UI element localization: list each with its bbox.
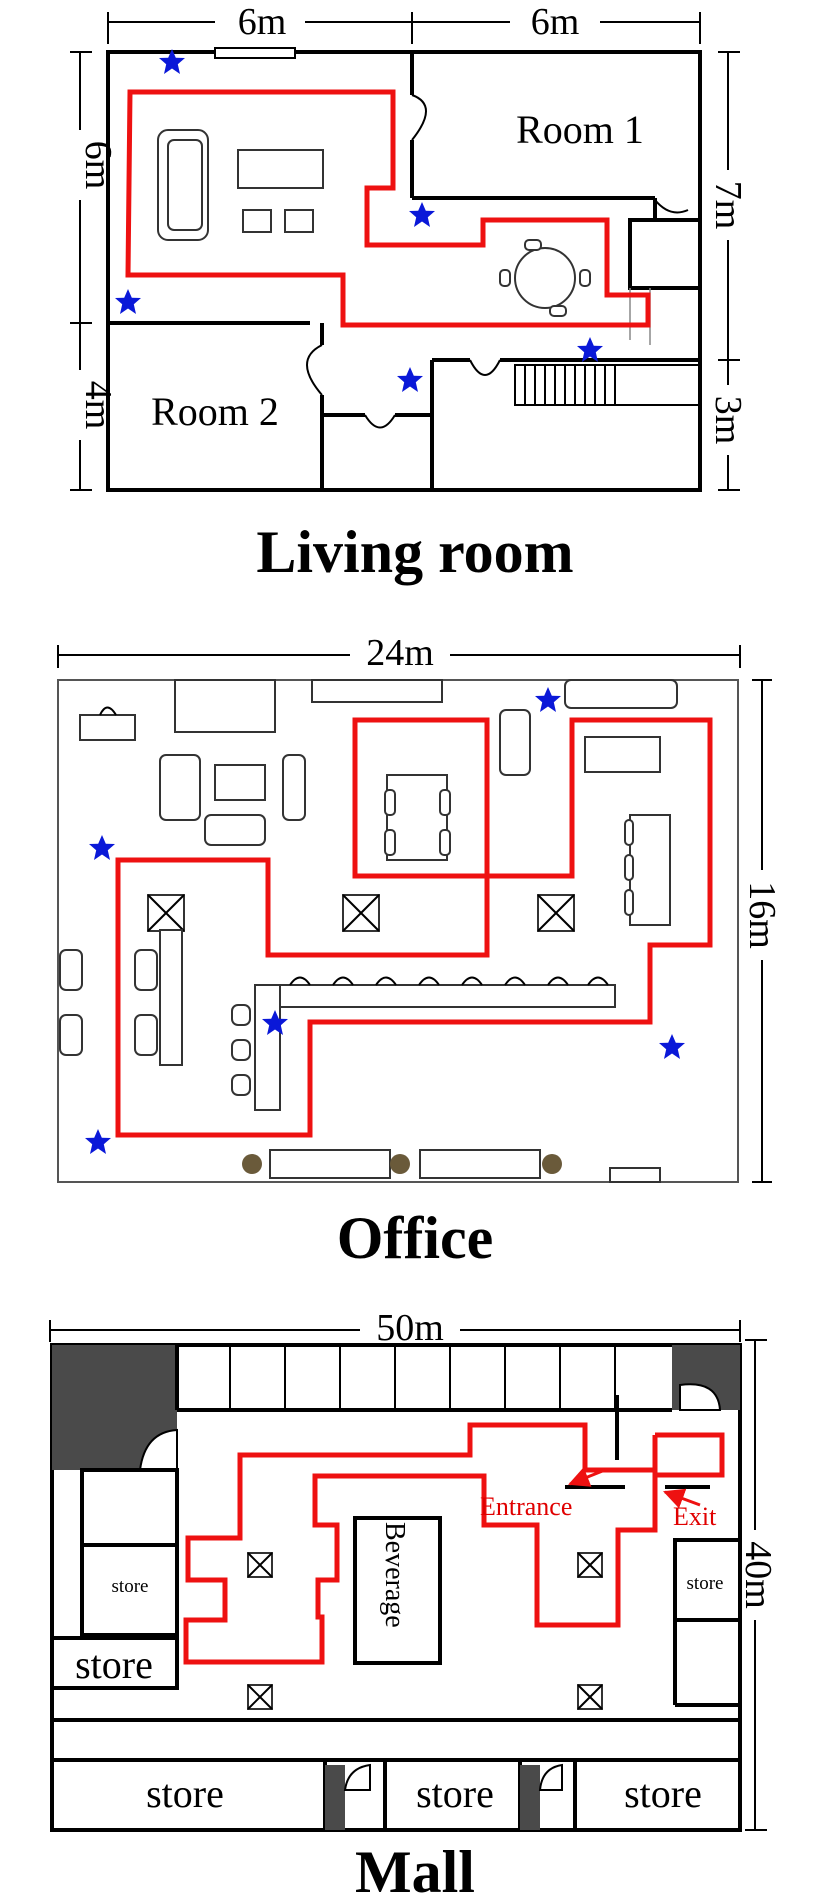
living-room-trajectory xyxy=(125,89,651,328)
mall-dim-width: 50m xyxy=(376,1307,444,1349)
office-trajectory xyxy=(115,717,713,1138)
mall-trajectory xyxy=(183,1422,725,1665)
store-label-right-small: store xyxy=(687,1573,724,1594)
anchor-star-marker xyxy=(409,202,435,227)
anchor-star-marker xyxy=(85,1129,111,1154)
beverage-label: Beverage xyxy=(379,1522,410,1628)
living-dim-top-right: 6m xyxy=(531,1,580,43)
living-dim-right-top: 7m xyxy=(707,181,749,230)
mall-pillars xyxy=(247,1552,603,1710)
exit-label: Exit xyxy=(673,1502,717,1531)
mall-plan: 50m 40m xyxy=(49,1306,782,1899)
mall-dimensions: 50m 40m xyxy=(49,1306,782,1831)
living-room-plan: 6m 6m 6m 4m 7m 3m xyxy=(60,1,750,585)
room2-label: Room 2 xyxy=(151,389,279,434)
living-room-furniture xyxy=(157,129,591,317)
room1-label: Room 1 xyxy=(516,107,644,152)
office-dimensions: 24m 16m xyxy=(57,632,786,1183)
office-furniture xyxy=(59,679,678,1183)
office-plan: 24m 16m xyxy=(57,632,786,1271)
entrance-arrow xyxy=(568,1467,606,1487)
plant-icon xyxy=(242,1154,562,1174)
store-label-left-small: store xyxy=(112,1576,149,1597)
mall-dim-height: 40m xyxy=(737,1541,779,1609)
office-dim-height: 16m xyxy=(741,881,783,949)
store-label-bottom-left: store xyxy=(146,1771,224,1816)
store-label-left-big: store xyxy=(75,1642,153,1687)
living-dim-left-bottom: 4m xyxy=(77,381,119,430)
living-room-walls xyxy=(106,47,702,492)
living-room-title: Living room xyxy=(256,519,573,585)
anchor-star-marker xyxy=(115,289,141,314)
office-title: Office xyxy=(337,1205,494,1271)
beverage-booth xyxy=(353,1516,442,1665)
mall-title: Mall xyxy=(355,1839,475,1899)
anchor-star-marker xyxy=(659,1034,685,1059)
store-label-bottom-right: store xyxy=(624,1771,702,1816)
store-label-bottom-mid: store xyxy=(416,1771,494,1816)
stairs xyxy=(514,288,701,406)
mall-walls xyxy=(50,1343,742,1832)
anchor-star-marker xyxy=(89,835,115,860)
anchor-star-marker xyxy=(397,367,423,392)
living-dim-left-top: 6m xyxy=(77,141,119,190)
office-dim-width: 24m xyxy=(366,632,434,674)
living-room-dimensions: 6m 6m 6m 4m 7m 3m xyxy=(60,1,750,491)
entrance-label: Entrance xyxy=(480,1492,572,1521)
living-dim-right-bottom: 3m xyxy=(707,396,749,445)
anchor-star-marker xyxy=(535,687,561,712)
exit-arrow xyxy=(663,1488,701,1509)
living-dim-top-left: 6m xyxy=(238,1,287,43)
